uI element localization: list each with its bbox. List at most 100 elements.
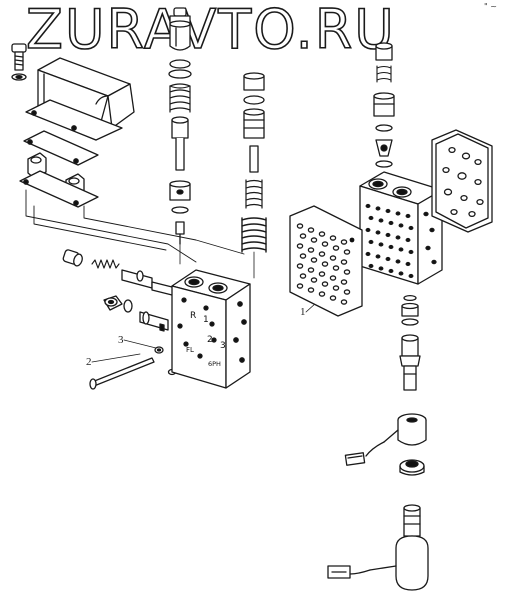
hole (310, 237, 318, 243)
hole (368, 239, 374, 245)
lower-gasket (19, 170, 99, 208)
plug-upper-1 (62, 249, 83, 267)
hole (375, 254, 381, 259)
wire-harness-upper (344, 441, 385, 466)
hole (340, 279, 348, 285)
hole (321, 281, 329, 287)
hole (296, 283, 304, 289)
cap-top-b (243, 72, 265, 91)
dowel-pin (349, 237, 355, 243)
hole (299, 273, 307, 279)
cone-right (375, 139, 393, 157)
hole (450, 208, 458, 216)
hole (425, 245, 431, 251)
nut-lower (399, 459, 425, 476)
o-ring-right-2 (375, 160, 393, 168)
spring-right-upper (376, 65, 392, 83)
gasket-1-holes (296, 223, 351, 305)
hole (368, 263, 374, 269)
hole (318, 271, 326, 277)
hole (329, 235, 337, 241)
hole (340, 259, 348, 265)
gasket-right (431, 129, 493, 233)
assembly-guide-lines (25, 189, 245, 263)
hole (343, 249, 351, 255)
body-label-code: 6PH (208, 360, 221, 368)
hole (365, 251, 371, 257)
hole (307, 227, 315, 233)
cap-top-a (169, 7, 191, 51)
hole (385, 256, 391, 262)
corner-mark: " ~ (484, 2, 497, 11)
solenoid-assembly (327, 504, 429, 591)
spring-b-lower (241, 217, 267, 253)
hole (385, 232, 391, 238)
plunger-a (171, 116, 189, 171)
gasket-right-holes (442, 146, 484, 218)
hole (318, 231, 326, 237)
spool-upper (121, 269, 177, 297)
o-ring-right-1 (375, 124, 393, 132)
hole (378, 266, 384, 271)
hole (476, 198, 484, 206)
hole (474, 158, 482, 166)
hole (378, 242, 384, 247)
hole (395, 259, 401, 264)
hole (423, 211, 429, 217)
hole (299, 233, 307, 239)
o-ring-a (168, 59, 192, 79)
solenoid-cover (25, 57, 135, 141)
body-label-3: 3 (220, 341, 226, 351)
hole (398, 247, 404, 252)
hole (375, 230, 381, 235)
callout-1: 1 (300, 306, 306, 318)
callout-3: 3 (118, 334, 124, 346)
hole (408, 225, 414, 231)
hole (329, 275, 337, 281)
hole (296, 263, 304, 269)
hole (395, 211, 401, 216)
hole (340, 239, 348, 245)
o-ring-lower-2 (401, 318, 419, 326)
cap-top-right (375, 42, 393, 61)
hole (296, 223, 304, 229)
hole (405, 237, 411, 243)
hole (408, 249, 414, 255)
valve-body-left: R 1 2 3 FL 6PH (171, 269, 251, 389)
pin-a (175, 221, 185, 245)
hole (468, 210, 476, 218)
hole (343, 289, 351, 295)
hole (442, 166, 450, 174)
hole (460, 194, 468, 202)
hole (310, 277, 318, 283)
washer-3 (154, 346, 164, 354)
hole (365, 203, 371, 209)
solenoid-plunger (399, 334, 421, 391)
hole (307, 247, 315, 253)
hole (395, 235, 401, 240)
hole (332, 265, 340, 271)
hole (405, 213, 411, 219)
spring-b-upper (245, 179, 263, 209)
hole (332, 245, 340, 251)
hole (329, 295, 337, 301)
body-label-2: 2 (207, 335, 213, 345)
hole (443, 188, 453, 196)
o-ring-lower-1 (403, 294, 417, 302)
hole (461, 152, 471, 160)
hole (340, 299, 348, 305)
hole (343, 269, 351, 275)
hole (378, 218, 384, 223)
hole (429, 227, 435, 233)
long-bolt-2 (89, 357, 155, 390)
body-label-1: 1 (203, 315, 209, 325)
hole (299, 253, 307, 259)
hole (321, 241, 329, 247)
hole (448, 146, 456, 154)
hole (296, 243, 304, 249)
spool-lower (139, 311, 169, 332)
hole (310, 257, 318, 263)
hole (318, 251, 326, 257)
